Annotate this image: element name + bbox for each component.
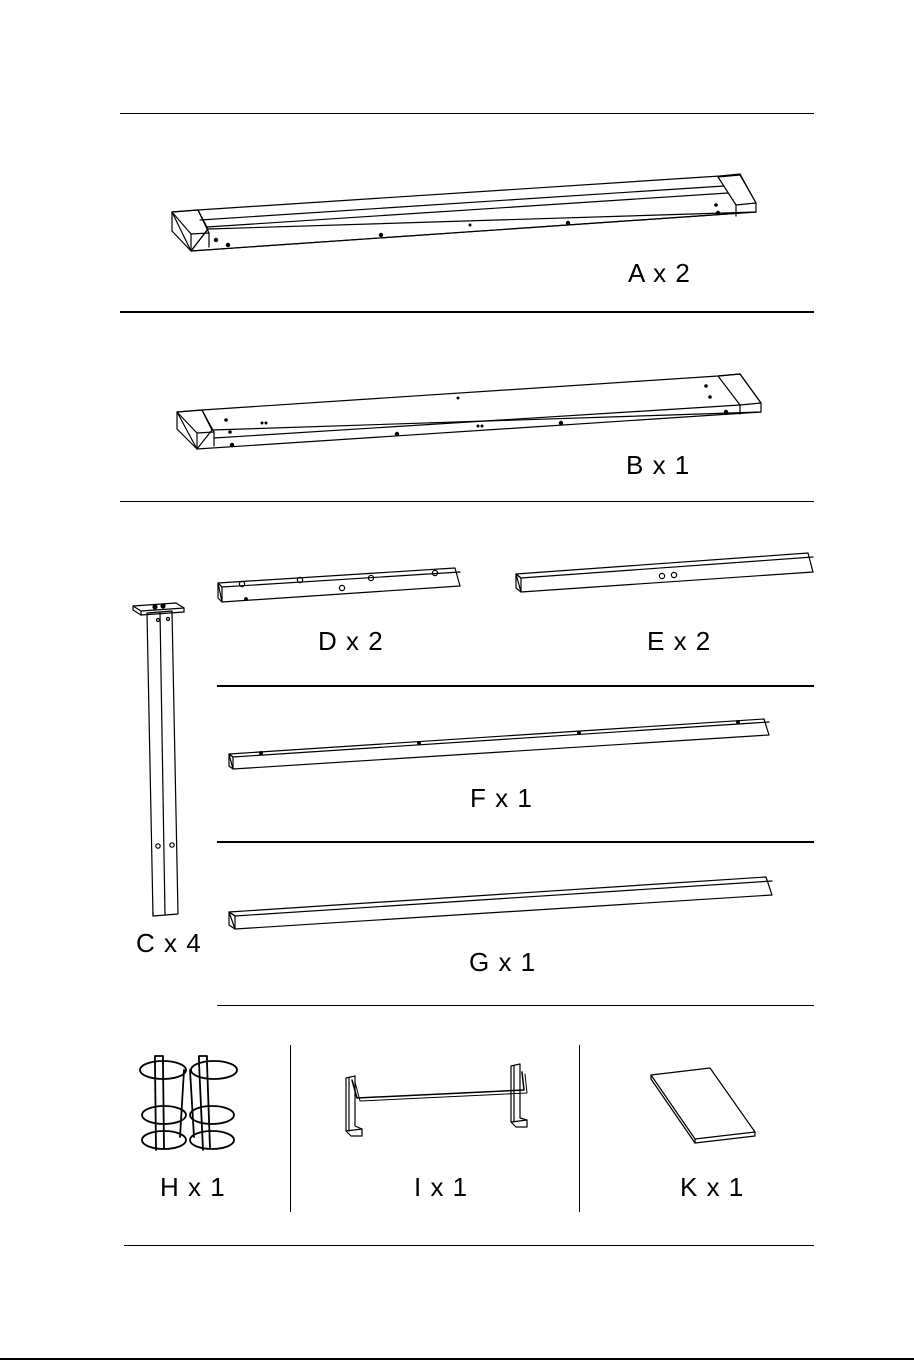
part-b-panel-illustration	[177, 374, 761, 449]
part-h-wire-rack-illustration	[140, 1056, 237, 1150]
part-i-rod-bracket-illustration	[346, 1064, 527, 1136]
part-f-rail-illustration	[229, 719, 769, 769]
part-k-label: K x 1	[680, 1172, 744, 1203]
part-b-label: B x 1	[626, 450, 690, 481]
part-d-label: D x 2	[318, 626, 384, 657]
part-i-label: I x 1	[414, 1172, 468, 1203]
part-f-label: F x 1	[470, 783, 533, 814]
part-c-label: C x 4	[136, 928, 202, 959]
part-h-label: H x 1	[160, 1172, 226, 1203]
part-k-board-illustration	[651, 1068, 755, 1143]
part-d-rail-illustration	[218, 568, 460, 602]
part-e-rail-illustration	[516, 553, 813, 592]
part-g-rail-illustration	[229, 877, 772, 929]
part-g-label: G x 1	[469, 947, 536, 978]
part-a-label: A x 2	[628, 258, 691, 289]
part-a-frame-illustration	[172, 174, 756, 251]
part-e-label: E x 2	[647, 626, 711, 657]
part-c-leg-illustration	[133, 603, 184, 916]
